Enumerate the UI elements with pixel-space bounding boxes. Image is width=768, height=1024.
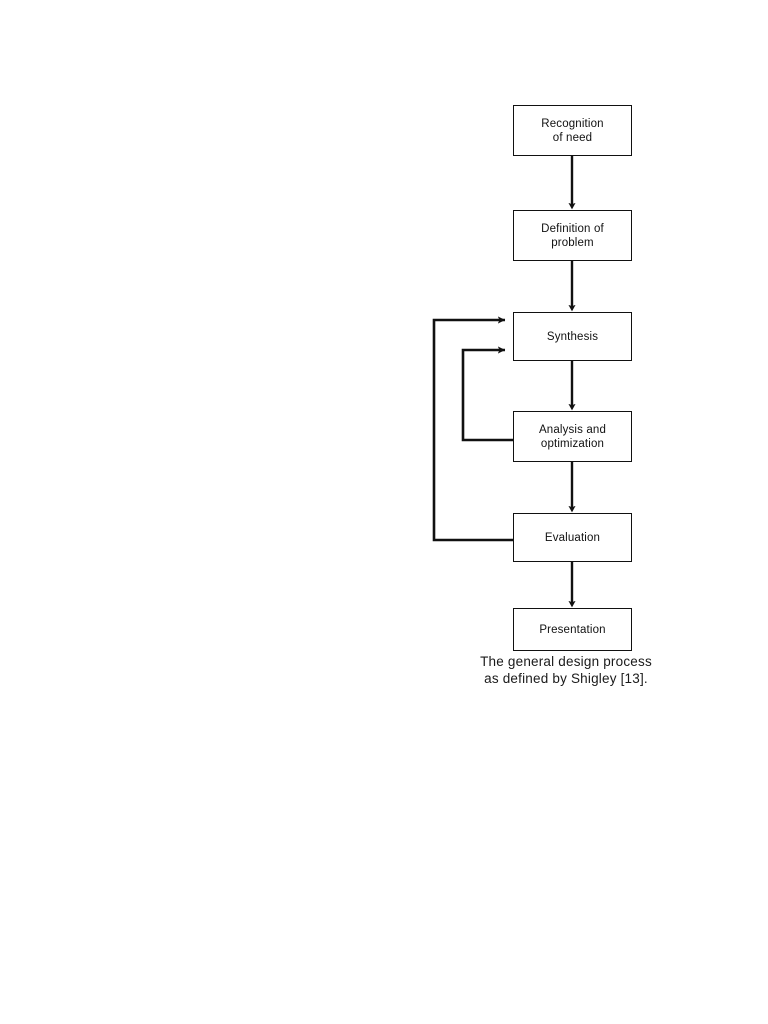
process-node-evaluation: Evaluation (513, 513, 632, 562)
process-node-synthesis: Synthesis (513, 312, 632, 361)
figure-caption: The general design process as defined by… (480, 654, 652, 686)
feedback-edge-evaluation-to-synthesis (432, 316, 513, 542)
process-node-recognition: Recognition of need (513, 105, 632, 156)
process-node-analysis: Analysis and optimization (513, 411, 632, 462)
feedback-edge-analysis-to-synthesis (461, 346, 513, 442)
process-node-definition: Definition of problem (513, 210, 632, 261)
process-node-presentation: Presentation (513, 608, 632, 651)
